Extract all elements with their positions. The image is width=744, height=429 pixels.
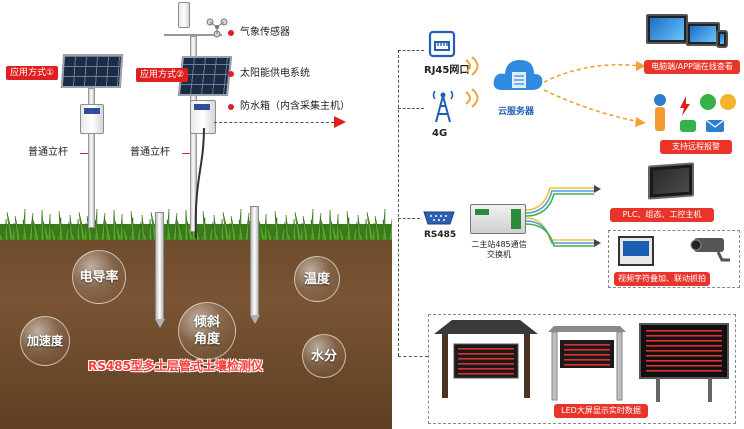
bubble-tilt: 倾斜角度 xyxy=(178,302,236,360)
laptop-icon xyxy=(686,22,720,46)
bubble-conductivity: 电导率 xyxy=(72,250,126,304)
bubble-moisture: 水分 xyxy=(302,334,346,378)
rs485-label: RS485 xyxy=(424,230,457,240)
pole-1 xyxy=(88,88,95,228)
waterproof-box-marker xyxy=(228,104,234,110)
waterproof-box-label: 防水箱（内含采集主机） xyxy=(240,101,350,112)
bubble-acceleration: 加速度 xyxy=(20,316,70,366)
rs485-branch xyxy=(398,218,420,219)
data-link-arrow xyxy=(334,116,346,128)
plc-button: PLC、组态、工控主机 xyxy=(610,208,714,222)
soil-probe-2 xyxy=(250,206,260,324)
weather-sensor-label: 气象传感器 xyxy=(240,27,290,38)
remote-alarm-button: 支持远程报警 xyxy=(660,140,732,154)
cell-tower-icon xyxy=(432,90,454,123)
pole-2 xyxy=(190,36,197,232)
pole-2-label: 普通立杆 xyxy=(130,147,170,158)
pole-1-leader xyxy=(80,153,88,154)
solar-system-marker xyxy=(228,71,234,77)
product-title: RS485型多土层管式土壤检测仪 xyxy=(88,359,263,373)
app-mode-2-tag: 应用方式② xyxy=(136,68,189,82)
rj45-branch xyxy=(398,50,424,51)
video-group-box xyxy=(608,230,740,288)
video-button: 视频字符叠加、联动抓拍 xyxy=(614,272,710,286)
gate-led-icon xyxy=(548,326,626,401)
solar-system-label: 太阳能供电系统 xyxy=(240,68,310,79)
pole-2-leader xyxy=(182,153,190,154)
solar-panel-1 xyxy=(60,54,124,88)
pc-app-button: 电脑端/APP端在线查看 xyxy=(644,60,740,74)
backbone-line xyxy=(398,50,399,356)
led-button: LED大屏显示实时数据 xyxy=(554,404,648,418)
industrial-panel-icon xyxy=(648,162,694,200)
data-link-line xyxy=(214,122,334,123)
weather-sensor-marker xyxy=(228,30,234,36)
led-branch xyxy=(398,356,428,357)
phone-icon xyxy=(716,30,728,48)
ethernet-port-icon xyxy=(428,30,456,58)
cloud-server-icon xyxy=(493,60,543,90)
bubble-temperature: 温度 xyxy=(294,256,340,302)
app-mode-1-tag: 应用方式① xyxy=(6,66,59,80)
plc-arrow xyxy=(594,185,601,193)
cloud-output-arrows xyxy=(543,61,646,127)
led-group-box xyxy=(428,314,736,424)
sensor-crossarm xyxy=(164,34,222,36)
g4-label: 4G xyxy=(432,128,448,139)
alarm-icons xyxy=(654,94,736,132)
serial-port-icon xyxy=(423,211,455,225)
switch-output-wires xyxy=(525,187,594,247)
rs485-switch-device xyxy=(470,204,526,234)
wireless-signal-icon xyxy=(465,56,479,108)
anemometer-icon xyxy=(206,18,228,38)
weather-sensor-unit xyxy=(178,2,190,28)
collector-box-1 xyxy=(80,104,104,134)
pavilion-led-icon xyxy=(434,320,538,398)
desktop-monitor-icon xyxy=(646,14,688,44)
video-display-icon xyxy=(618,236,654,266)
security-camera-icon xyxy=(690,238,730,262)
video-arrow xyxy=(594,239,601,247)
g4-branch xyxy=(398,108,424,109)
soil-probe-1 xyxy=(155,212,165,328)
sensor-cable xyxy=(194,128,205,238)
switch-label: 二主站485通信交换机 xyxy=(471,240,527,259)
freestanding-led-icon xyxy=(639,323,729,402)
rj45-label: RJ45网口 xyxy=(424,65,470,76)
cloud-server-label: 云服务器 xyxy=(498,107,535,117)
pole-1-label: 普通立杆 xyxy=(28,147,68,158)
